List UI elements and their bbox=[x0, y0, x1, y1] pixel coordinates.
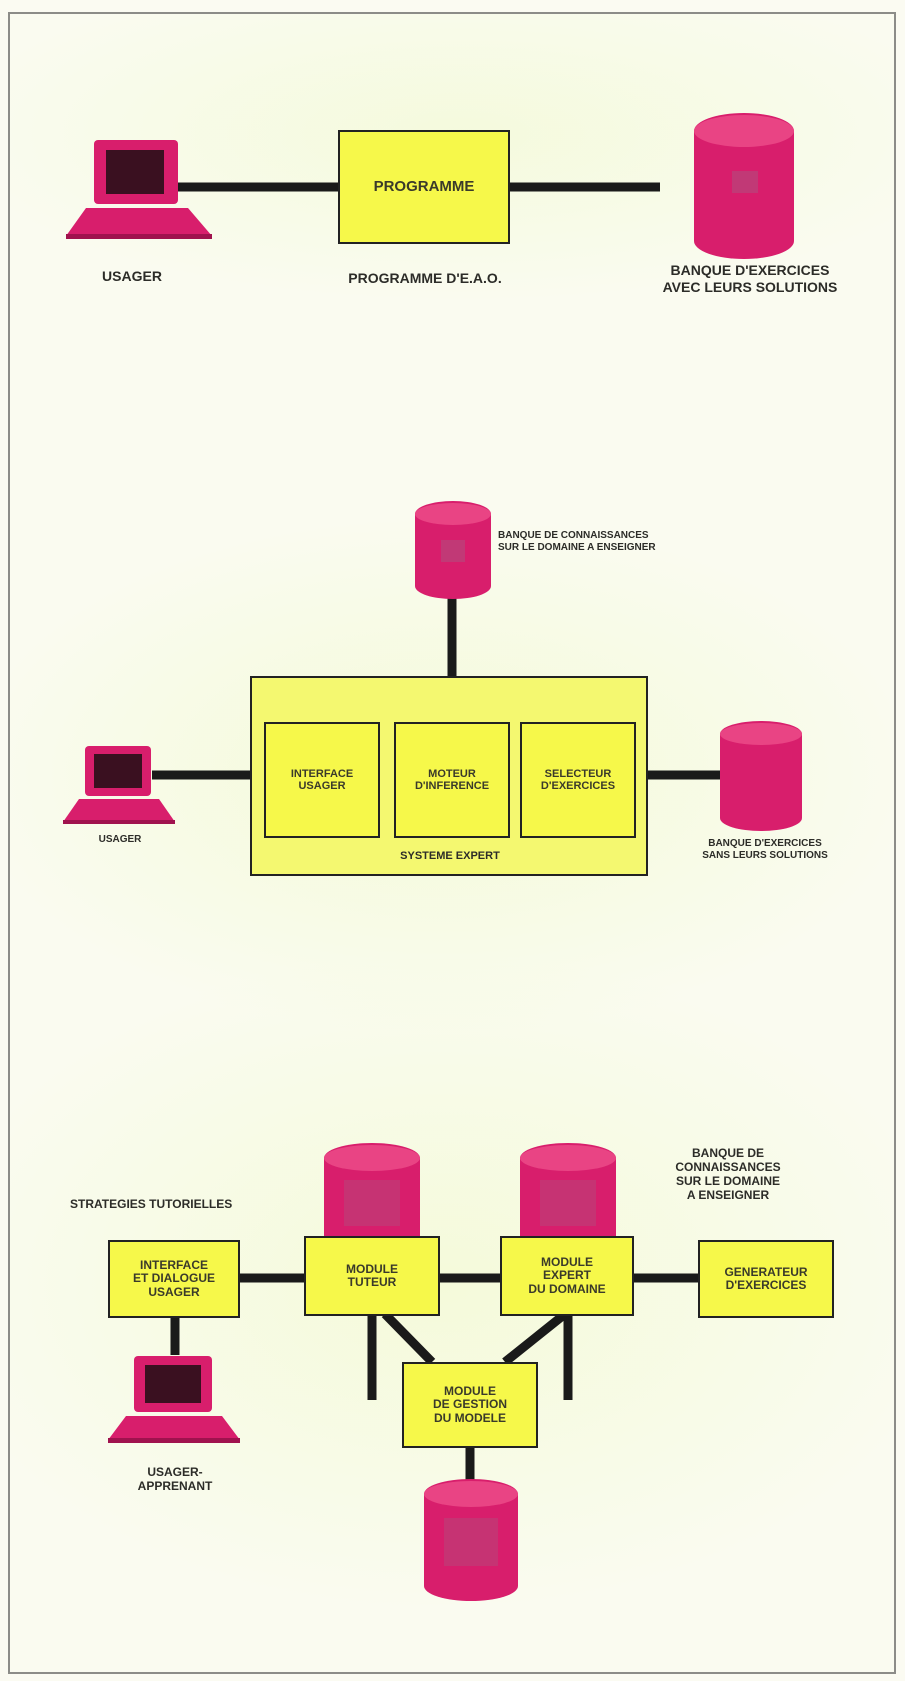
module-gestion-modele-box: MODULE DE GESTION DU MODELE bbox=[402, 1362, 538, 1448]
banque-exercices-label-2: BANQUE D'EXERCICES SANS LEURS SOLUTIONS bbox=[702, 838, 828, 861]
interface-usager-box: INTERFACE USAGER bbox=[264, 722, 380, 838]
usager-label-2: USAGER bbox=[98, 834, 142, 845]
usager-computer-icon-2 bbox=[63, 746, 178, 831]
banque-connaissances-label: BANQUE DE CONNAISSANCES SUR LE DOMAINE A… bbox=[498, 530, 656, 553]
strategies-database-icon bbox=[322, 1142, 422, 1267]
banque-connaissances-database-icon bbox=[413, 500, 493, 605]
usager-label: USAGER bbox=[102, 268, 162, 284]
usager-apprenant-computer-icon bbox=[108, 1356, 243, 1449]
generateur-exercices-box: GENERATEUR D'EXERCICES bbox=[698, 1240, 834, 1318]
moteur-inference-box: MOTEUR D'INFERENCE bbox=[394, 722, 510, 838]
usager-apprenant-label: USAGER- APPRENANT bbox=[137, 1465, 213, 1494]
banque-exercices-label: BANQUE D'EXERCICES AVEC LEURS SOLUTIONS bbox=[662, 262, 838, 295]
selecteur-exercices-box: SELECTEUR D'EXERCICES bbox=[520, 722, 636, 838]
programme-box: PROGRAMME bbox=[338, 130, 510, 244]
banque-connaissances-label-3: BANQUE DE CONNAISSANCES SUR LE DOMAINE A… bbox=[675, 1146, 781, 1203]
systeme-expert-label: SYSTEME EXPERT bbox=[400, 850, 500, 862]
banque-exercices-database-icon-2 bbox=[718, 720, 804, 837]
module-expert-domaine-box: MODULE EXPERT DU DOMAINE bbox=[500, 1236, 634, 1316]
programme-eao-caption: PROGRAMME D'E.A.O. bbox=[348, 270, 502, 286]
connaissances-database-icon bbox=[518, 1142, 618, 1267]
modele-database-icon bbox=[422, 1478, 520, 1607]
interface-dialogue-usager-box: INTERFACE ET DIALOGUE USAGER bbox=[108, 1240, 240, 1318]
module-tuteur-box: MODULE TUTEUR bbox=[304, 1236, 440, 1316]
usager-computer-icon bbox=[66, 140, 216, 245]
banque-exercices-database-icon bbox=[692, 113, 796, 264]
strategies-tutorielles-label: STRATEGIES TUTORIELLES bbox=[70, 1197, 233, 1211]
